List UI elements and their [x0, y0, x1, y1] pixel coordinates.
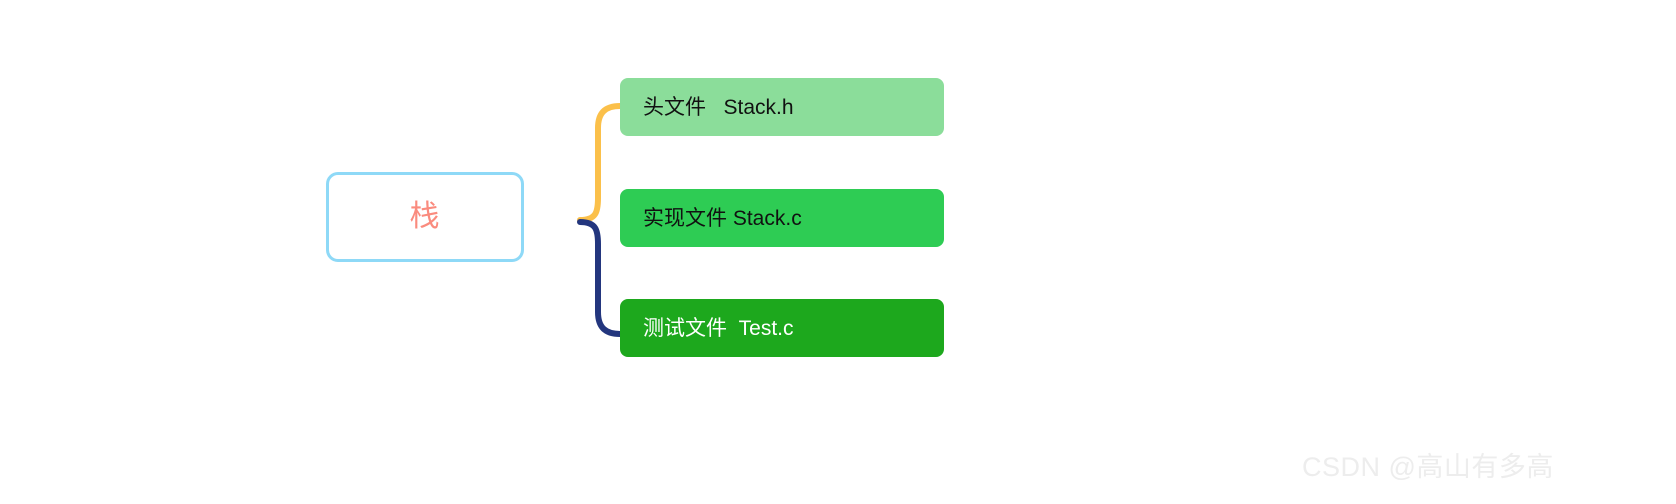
leaf-node-header-file[interactable]: 头文件 Stack.h	[620, 78, 944, 136]
leaf-node-test-file[interactable]: 测试文件 Test.c	[620, 299, 944, 357]
root-node-label: 栈	[409, 200, 441, 233]
lower-branch-path	[577, 219, 623, 337]
csdn-watermark: CSDN @高山有多高	[1302, 452, 1554, 482]
root-node-stack[interactable]: 栈	[326, 172, 524, 262]
leaf-node-implementation-file-label: 实现文件 Stack.c	[643, 206, 802, 230]
leaf-node-test-file-label: 测试文件 Test.c	[643, 316, 794, 340]
leaf-node-implementation-file[interactable]: 实现文件 Stack.c	[620, 189, 944, 247]
upper-branch-path	[577, 103, 623, 223]
leaf-node-header-file-label: 头文件 Stack.h	[643, 95, 794, 119]
